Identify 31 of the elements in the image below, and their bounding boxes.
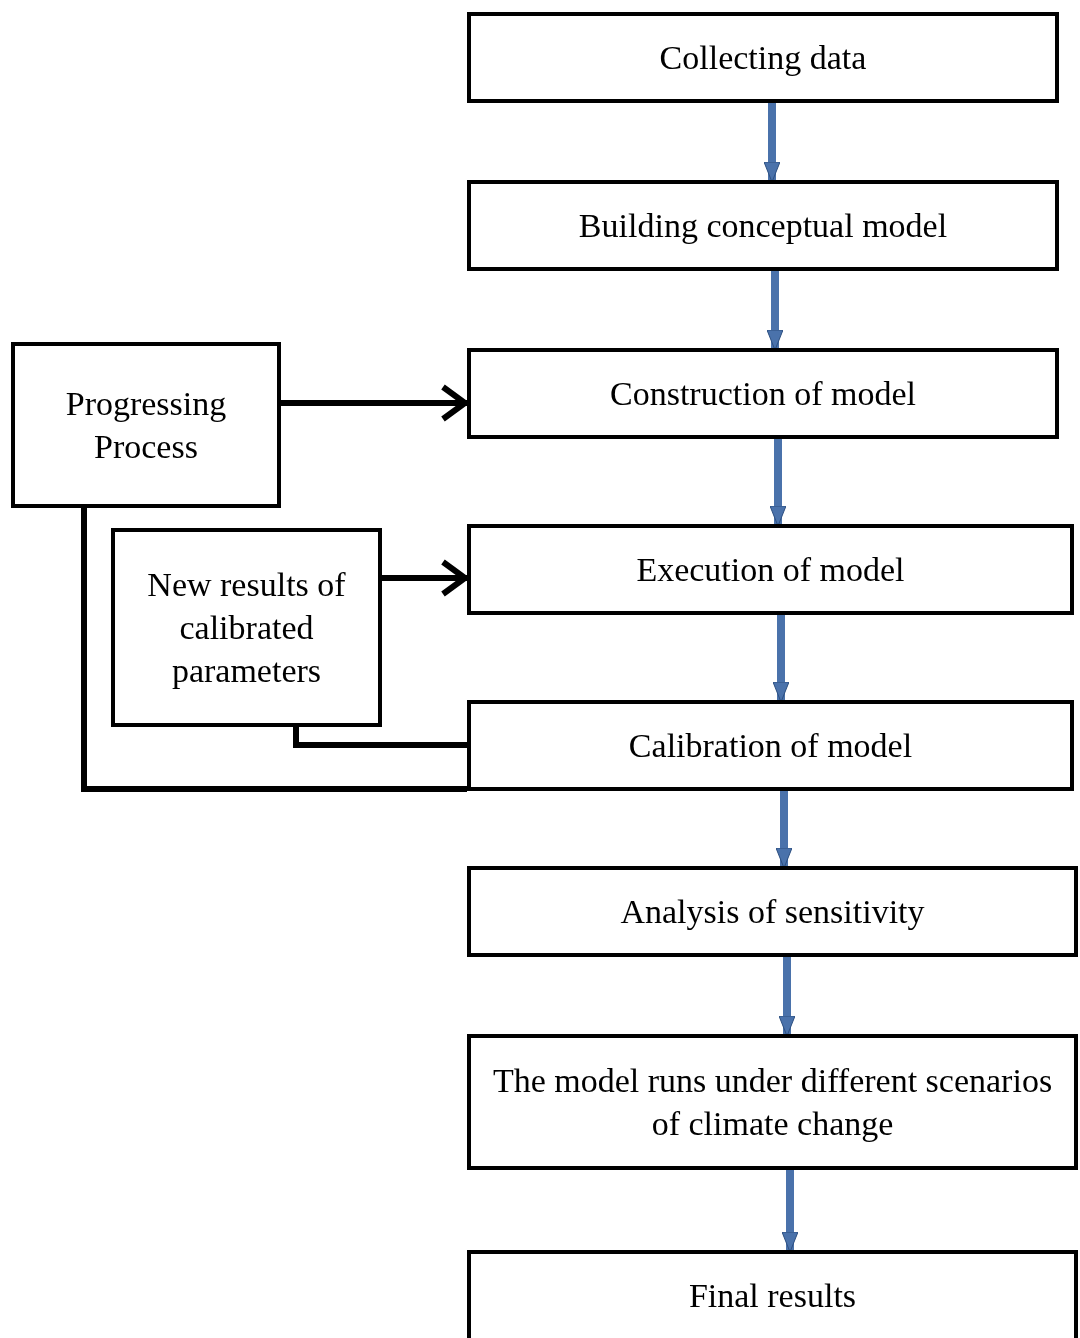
arrow: [281, 384, 468, 422]
process-box: [467, 180, 1059, 271]
process-box: [467, 1250, 1078, 1338]
arrow: [382, 559, 468, 597]
box-label: Collecting data: [659, 37, 867, 78]
connector-line: [293, 727, 467, 748]
block-arrow: [766, 271, 784, 351]
process-box: [467, 1034, 1078, 1170]
process-box: [467, 866, 1078, 957]
box-label: New results of calibrated parameters: [146, 564, 347, 692]
block-arrow: [772, 615, 790, 703]
process-box: [111, 528, 382, 727]
box-label: Calibration of model: [628, 725, 913, 766]
box-label: Construction of model: [610, 373, 916, 414]
connector-line: [81, 508, 467, 792]
box-label: The model runs under different scenarios of climate change: [491, 1060, 1054, 1144]
block-arrow: [763, 103, 781, 183]
box-label: Building conceptual model: [578, 205, 948, 246]
block-arrow: [778, 957, 796, 1037]
block-arrow: [775, 791, 793, 869]
box-label: Execution of model: [636, 549, 905, 590]
process-box: [11, 342, 281, 508]
box-label: Analysis of sensitivity: [620, 891, 925, 932]
process-box: [467, 700, 1074, 791]
box-label: Progressing Process: [64, 383, 228, 467]
block-arrow: [769, 439, 787, 527]
process-box: [467, 348, 1059, 439]
process-box: [467, 12, 1059, 103]
process-box: [467, 524, 1074, 615]
block-arrow: [781, 1170, 799, 1253]
box-label: Final results: [688, 1276, 857, 1317]
